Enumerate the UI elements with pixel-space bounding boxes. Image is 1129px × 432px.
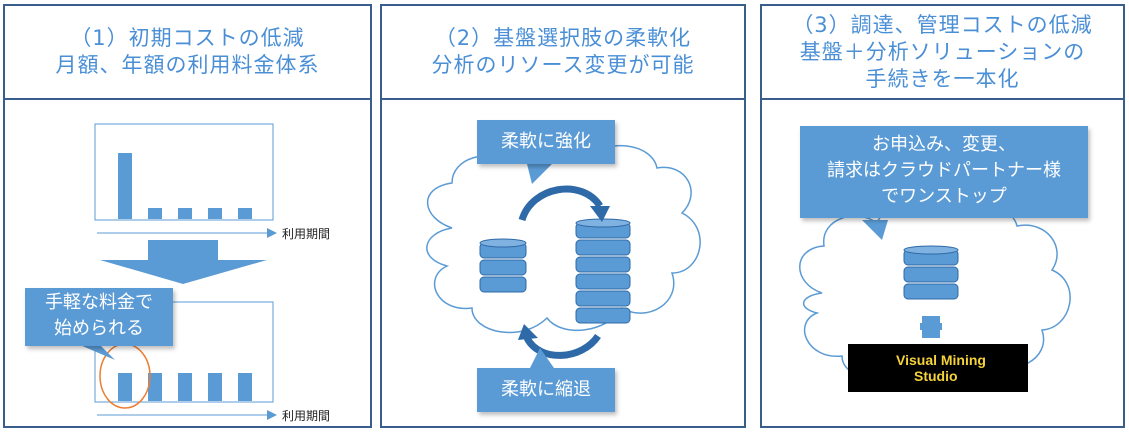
callout-affordable: 手軽な料金で 始められる — [25, 288, 173, 346]
callout-tail — [527, 164, 552, 184]
logo-line: Studio — [914, 368, 958, 384]
cost-chart-illustration — [73, 123, 277, 420]
down-arrow-icon — [100, 240, 267, 284]
callout-tail — [73, 342, 115, 360]
callout-line: お申込み、変更、 — [872, 134, 1016, 155]
bar — [118, 373, 132, 401]
panel-body: 柔軟に強化 柔軟に縮退 — [382, 98, 744, 426]
panel-title-line: 手続きを一本化 — [865, 66, 1020, 91]
one-stop-illustration — [799, 201, 1071, 389]
bar — [208, 373, 222, 401]
bar — [238, 208, 252, 219]
bar — [208, 208, 222, 219]
arrow-head — [267, 228, 277, 238]
panel-header: （3）調達、管理コストの低減 基盤＋分析ソリューションの 手続きを一本化 — [762, 6, 1123, 100]
arrow-head — [267, 410, 277, 420]
cycle-arrow-icon — [523, 333, 601, 359]
plus-icon — [920, 323, 942, 330]
panel-title-line: （1）初期コストの低減 — [70, 26, 305, 50]
panel-title-line: 基盤＋分析ソリューションの — [799, 39, 1086, 64]
callout-line: 柔軟に強化 — [501, 131, 591, 152]
callout-scale-down: 柔軟に縮退 — [477, 368, 615, 412]
database-icon — [479, 238, 527, 293]
panel-flexible-infra: （2）基盤選択肢の柔軟化 分析のリソース変更が可能 — [380, 4, 746, 428]
callout-line: 柔軟に縮退 — [501, 379, 591, 400]
database-icon — [903, 245, 959, 300]
bar — [178, 208, 192, 219]
cycle-arrow-icon — [518, 185, 603, 222]
bar-initial-high — [118, 153, 132, 219]
panel-body: 利用期間 利用期間 手軽な料金で 始められる — [5, 98, 370, 426]
callout-line: 手軽な料金で — [45, 292, 153, 313]
panel-body: お申込み、変更、 請求はクラウドパートナー様 でワンストップ Visual Mi… — [762, 98, 1123, 426]
callout-line: 始められる — [54, 318, 144, 339]
axis-label: 利用期間 — [282, 227, 331, 241]
visual-mining-studio-logo: Visual Mining Studio — [848, 344, 1028, 392]
callout-line: でワンストップ — [881, 186, 1007, 207]
arrow-head — [590, 206, 610, 222]
callout-tail — [530, 348, 554, 368]
logo-line: Visual Mining — [896, 352, 986, 368]
database-icon — [575, 218, 631, 324]
panel-title-line: 分析のリソース変更が可能 — [431, 53, 695, 77]
callout-one-stop: お申込み、変更、 請求はクラウドパートナー様 でワンストップ — [800, 126, 1088, 218]
arrow-head — [518, 324, 538, 340]
bar — [178, 373, 192, 401]
panel-title-line: 月額、年額の利用料金体系 — [55, 53, 320, 77]
chart-frame-bottom — [94, 301, 274, 403]
callout-tail — [862, 220, 888, 240]
panel-title-line: （3）調達、管理コストの低減 — [792, 12, 1093, 37]
chart-frame-top — [94, 123, 274, 221]
panel-procurement: （3）調達、管理コストの低減 基盤＋分析ソリューションの 手続きを一本化 — [760, 4, 1125, 428]
bar — [148, 208, 162, 219]
bar — [148, 373, 162, 401]
callout-line: 請求はクラウドパートナー様 — [827, 160, 1061, 181]
axis-label: 利用期間 — [282, 409, 331, 423]
panel-header: （1）初期コストの低減 月額、年額の利用料金体系 — [5, 6, 370, 100]
panel-header: （2）基盤選択肢の柔軟化 分析のリソース変更が可能 — [382, 6, 744, 100]
bar — [238, 373, 252, 401]
panel-initial-cost: （1）初期コストの低減 月額、年額の利用料金体系 — [3, 4, 372, 428]
flexible-resource-illustration — [426, 142, 701, 368]
cloud-icon — [426, 142, 701, 334]
logo-text-block: Visual Mining Studio — [896, 352, 986, 384]
panel-title-line: （2）基盤選択肢の柔軟化 — [434, 26, 692, 50]
callout-scale-up: 柔軟に強化 — [477, 120, 615, 164]
